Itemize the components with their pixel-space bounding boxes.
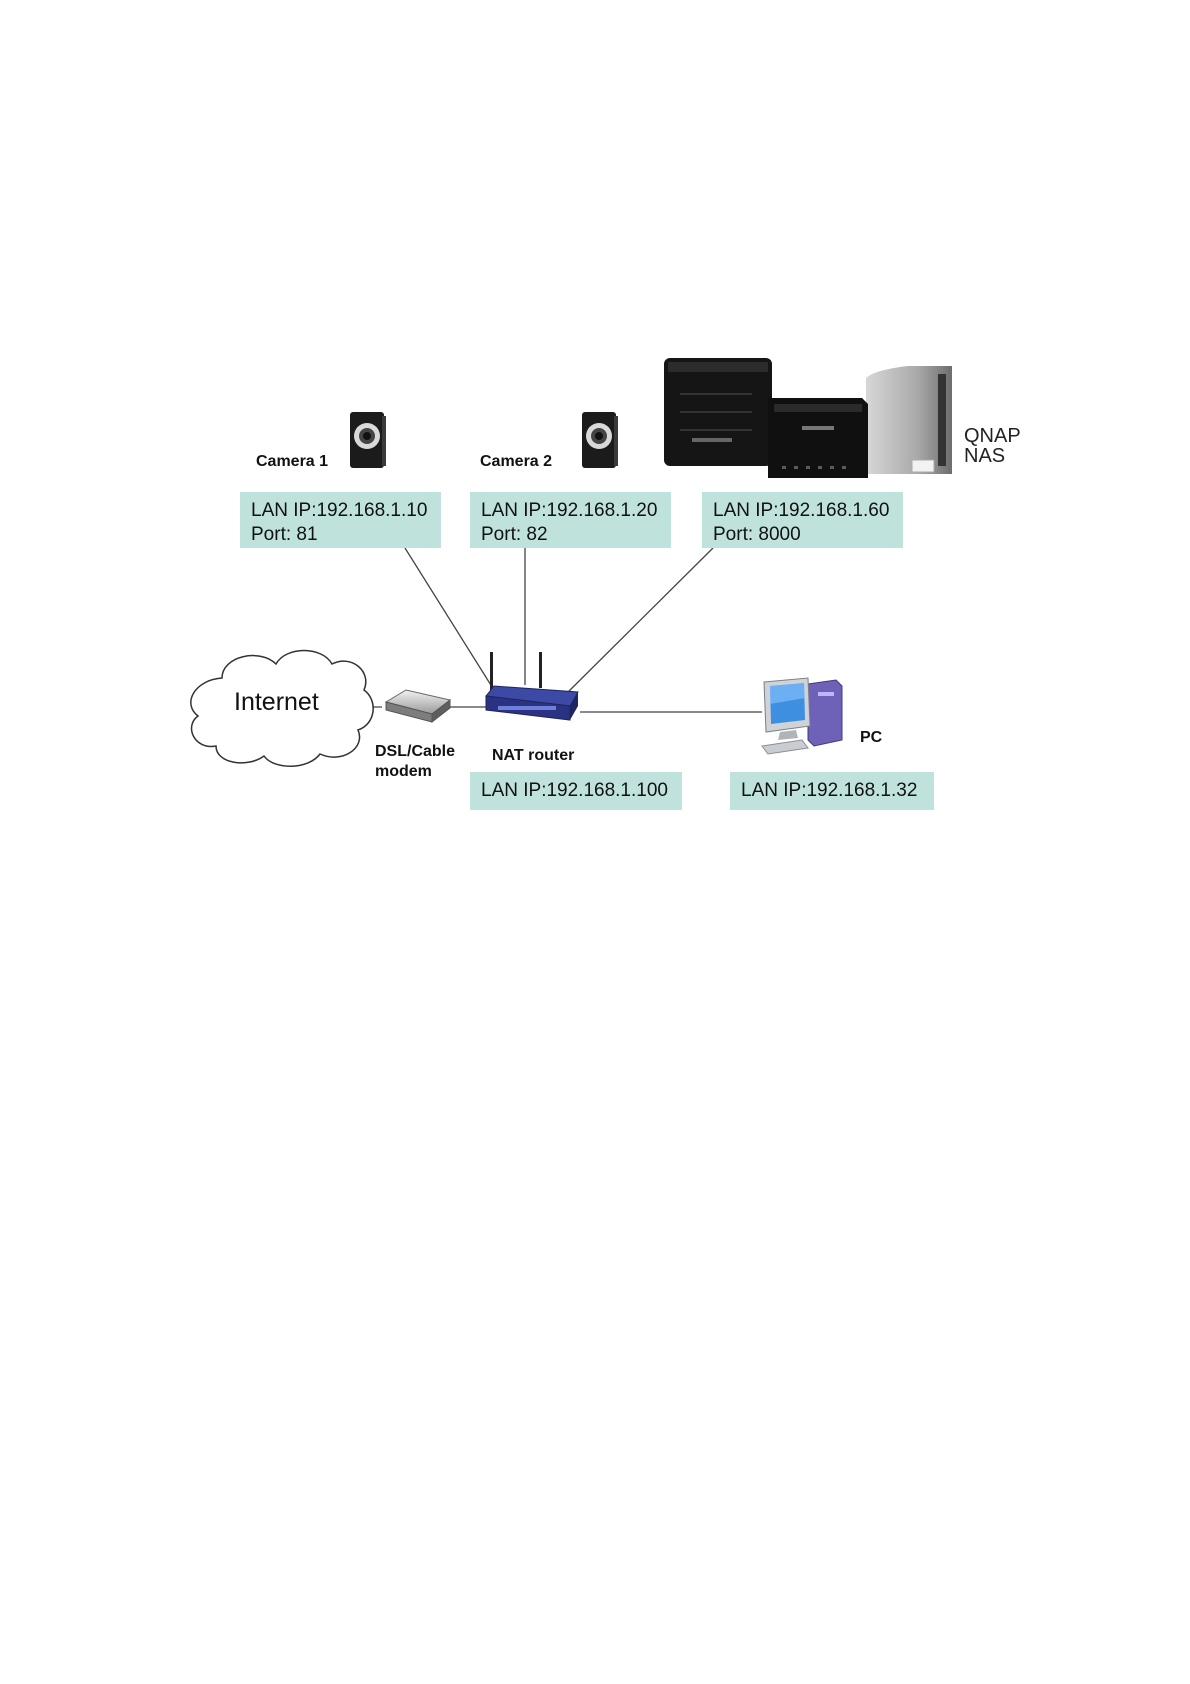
camera1-lan-ip: LAN IP:192.168.1.10 bbox=[251, 499, 430, 523]
camera2-port: Port: 82 bbox=[481, 523, 660, 547]
camera2-lan-ip: LAN IP:192.168.1.20 bbox=[481, 499, 660, 523]
pc-lan-ip: LAN IP:192.168.1.32 bbox=[741, 779, 923, 803]
camera-icon bbox=[348, 410, 388, 472]
modem-label: DSL/Cable modem bbox=[375, 742, 455, 782]
router-label: NAT router bbox=[492, 746, 574, 766]
camera2-label: Camera 2 bbox=[480, 452, 552, 472]
camera1-port: Port: 81 bbox=[251, 523, 430, 547]
internet-label: Internet bbox=[234, 688, 319, 717]
modem-icon bbox=[380, 688, 452, 728]
router-lan-ip: LAN IP:192.168.1.100 bbox=[481, 779, 671, 803]
nas-port: Port: 8000 bbox=[713, 523, 892, 547]
router-ip-box: LAN IP:192.168.1.100 bbox=[470, 772, 682, 810]
modem-label-line2: modem bbox=[375, 762, 455, 782]
camera2-ip-box: LAN IP:192.168.1.20 Port: 82 bbox=[470, 492, 671, 548]
pc-label: PC bbox=[860, 728, 882, 748]
pc-icon bbox=[758, 676, 848, 756]
nas-ip-box: LAN IP:192.168.1.60 Port: 8000 bbox=[702, 492, 903, 548]
nas-label: QNAP NAS bbox=[964, 426, 1021, 466]
nas-lan-ip: LAN IP:192.168.1.60 bbox=[713, 499, 892, 523]
nas-icon bbox=[662, 354, 952, 480]
camera-icon bbox=[580, 410, 620, 472]
router-icon bbox=[484, 652, 584, 730]
camera1-label: Camera 1 bbox=[256, 452, 328, 472]
pc-ip-box: LAN IP:192.168.1.32 bbox=[730, 772, 934, 810]
modem-label-line1: DSL/Cable bbox=[375, 742, 455, 762]
nas-label-line2: NAS bbox=[964, 446, 1021, 466]
link-camera1-router bbox=[405, 548, 494, 690]
nas-label-line1: QNAP bbox=[964, 426, 1021, 446]
camera1-ip-box: LAN IP:192.168.1.10 Port: 81 bbox=[240, 492, 441, 548]
